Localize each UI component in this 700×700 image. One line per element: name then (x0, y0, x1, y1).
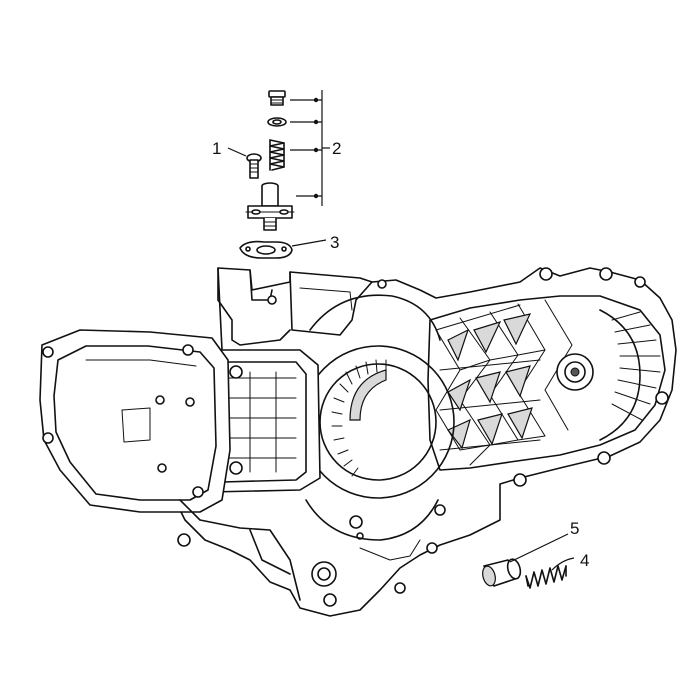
callout-1-leader (227, 147, 247, 157)
callout-3-leader (291, 239, 327, 247)
part-5-bushing (482, 558, 522, 587)
callout-2-label: 2 (332, 139, 341, 158)
cylinder-head-cover (39, 329, 231, 513)
tensioner-body (245, 182, 295, 231)
part-1-bolt (246, 153, 262, 179)
perimeter-bosses (323, 267, 669, 607)
tensioner-assembly (245, 90, 295, 231)
tensioner-cap-bolt (268, 90, 286, 106)
part-4-spring (525, 565, 567, 589)
engine-crankcase (39, 267, 677, 617)
callout-1-label: 1 (212, 139, 221, 158)
callout-4-leader (551, 557, 575, 571)
callout-5-label: 5 (570, 519, 579, 538)
callout-4-label: 4 (580, 551, 589, 570)
callout-3-label: 3 (330, 233, 339, 252)
callout-5-leader (509, 533, 569, 563)
part-3-gasket (239, 240, 293, 259)
callout-2-bracket (290, 90, 330, 206)
tensioner-spring (269, 139, 285, 171)
variator-housing (301, 294, 455, 541)
tensioner-washer (267, 117, 287, 127)
